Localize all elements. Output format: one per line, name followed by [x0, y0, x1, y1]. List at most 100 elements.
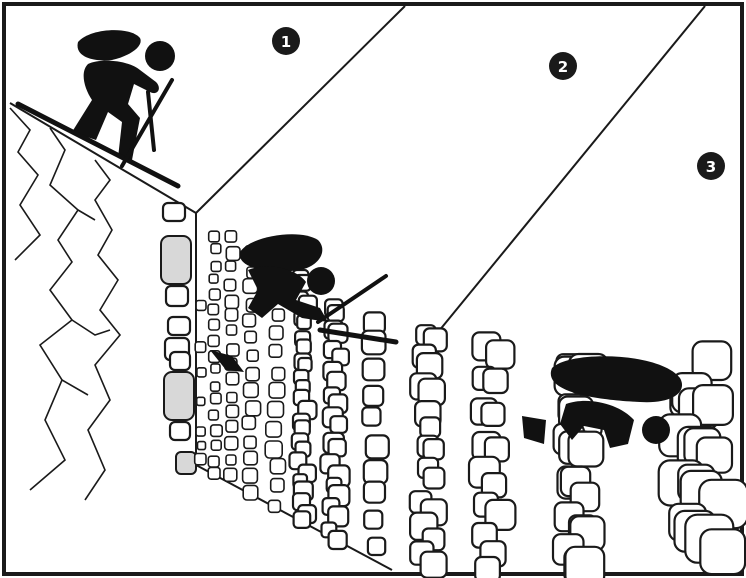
fracture-cracks	[10, 108, 120, 500]
debris-block	[364, 511, 382, 529]
debris-block	[225, 437, 238, 450]
debris-block	[198, 442, 206, 450]
debris-block	[244, 383, 259, 398]
debris-block	[209, 319, 220, 330]
debris-block	[227, 344, 239, 356]
debris-block	[211, 425, 223, 437]
debris-block	[243, 468, 258, 483]
skier-backpack	[240, 234, 323, 271]
panel-divider-1	[196, 6, 405, 213]
fracture-block	[161, 236, 191, 284]
debris-block	[475, 557, 500, 578]
debris-block	[700, 529, 745, 574]
debris-block	[268, 500, 280, 512]
debris-block	[266, 422, 282, 438]
debris-block	[424, 439, 444, 459]
step-badge-1: 1	[272, 27, 300, 55]
crack-line	[30, 128, 78, 490]
debris-block	[195, 342, 206, 353]
debris-block	[227, 325, 237, 335]
crack-line	[72, 320, 110, 335]
debris-block	[225, 231, 236, 242]
debris-block	[224, 279, 236, 291]
crown-fracture-blocks	[161, 203, 196, 474]
debris-block	[364, 460, 388, 484]
debris-block	[269, 382, 285, 398]
debris-block	[226, 405, 238, 417]
fracture-block	[164, 372, 194, 420]
debris-block	[196, 427, 205, 436]
debris-block	[226, 455, 236, 465]
debris-block	[363, 359, 385, 381]
debris-block	[481, 403, 504, 426]
debris-block	[272, 309, 284, 321]
step-badge-3: 3	[697, 152, 725, 180]
step-label-2: 2	[558, 58, 568, 76]
debris-block	[196, 301, 206, 311]
debris-block	[208, 467, 220, 479]
skier-limb	[522, 416, 546, 444]
debris-block	[243, 314, 256, 327]
debris-block	[224, 468, 237, 481]
debris-block	[211, 382, 220, 391]
step-label-3: 3	[706, 158, 716, 176]
debris-block	[242, 416, 255, 429]
fracture-block	[163, 203, 185, 221]
crack-line	[78, 210, 95, 220]
skier-head	[642, 416, 670, 444]
debris-block	[269, 326, 283, 340]
debris-block	[368, 538, 385, 555]
step-badge-2: 2	[549, 52, 577, 80]
debris-block	[270, 459, 285, 474]
debris-block	[243, 485, 258, 500]
debris-block	[226, 420, 238, 432]
debris-block	[424, 468, 445, 489]
debris-block	[362, 331, 386, 355]
debris-block	[209, 289, 220, 300]
debris-block	[245, 331, 256, 343]
skier-backpack	[78, 30, 141, 60]
skier-head	[307, 267, 335, 295]
debris-block	[211, 440, 221, 450]
debris-block	[209, 231, 220, 242]
debris-block	[420, 417, 440, 437]
debris-block	[209, 274, 218, 283]
debris-block	[211, 393, 222, 404]
skier-body	[72, 61, 159, 160]
fracture-block	[176, 452, 196, 474]
debris-block	[225, 309, 237, 321]
debris-block	[195, 454, 206, 465]
debris-block	[421, 552, 447, 578]
debris-block	[297, 340, 311, 354]
debris-block	[565, 547, 604, 578]
debris-block	[197, 368, 206, 377]
debris-block	[268, 401, 284, 417]
debris-block	[208, 456, 219, 467]
debris-block	[362, 407, 380, 425]
fracture-block	[168, 317, 190, 335]
crack-line	[85, 160, 120, 500]
debris-block	[246, 401, 261, 416]
debris-block	[226, 261, 236, 271]
debris-block	[247, 350, 258, 361]
debris-block	[244, 436, 256, 448]
debris-block	[294, 511, 311, 528]
debris-block	[227, 393, 237, 403]
debris-block	[265, 441, 282, 458]
debris-block	[486, 340, 514, 368]
debris-block	[208, 304, 219, 315]
debris-block	[244, 451, 257, 465]
debris-block	[364, 482, 385, 503]
debris-block	[211, 262, 221, 272]
debris-block	[197, 397, 205, 405]
debris-block	[226, 247, 240, 261]
debris-block	[269, 345, 282, 358]
crack-line	[10, 108, 40, 260]
crack-line	[62, 380, 88, 395]
skier-head	[145, 41, 175, 71]
debris-block	[366, 435, 389, 458]
debris-block	[246, 368, 259, 381]
debris-block	[211, 364, 220, 373]
